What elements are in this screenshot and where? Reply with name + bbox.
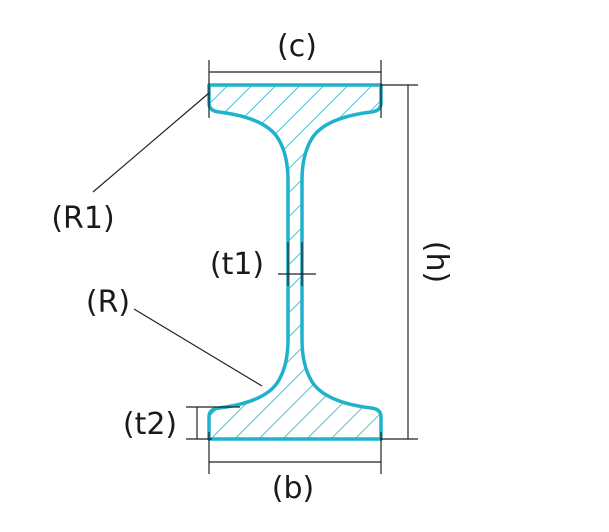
label-r: (R) xyxy=(86,285,130,320)
dimension-t1 xyxy=(278,242,316,286)
leader-r1 xyxy=(92,92,210,193)
label-t2: (t2) xyxy=(123,407,177,442)
label-c: (c) xyxy=(277,29,317,64)
dimension-c xyxy=(208,60,382,118)
leader-r xyxy=(133,308,263,387)
label-b: (b) xyxy=(272,471,314,506)
dimension-t2 xyxy=(186,406,240,440)
label-r1: (R1) xyxy=(51,201,114,236)
label-h: (h) xyxy=(419,241,454,283)
dimension-h xyxy=(380,84,418,440)
label-t1: (t1) xyxy=(210,247,264,282)
